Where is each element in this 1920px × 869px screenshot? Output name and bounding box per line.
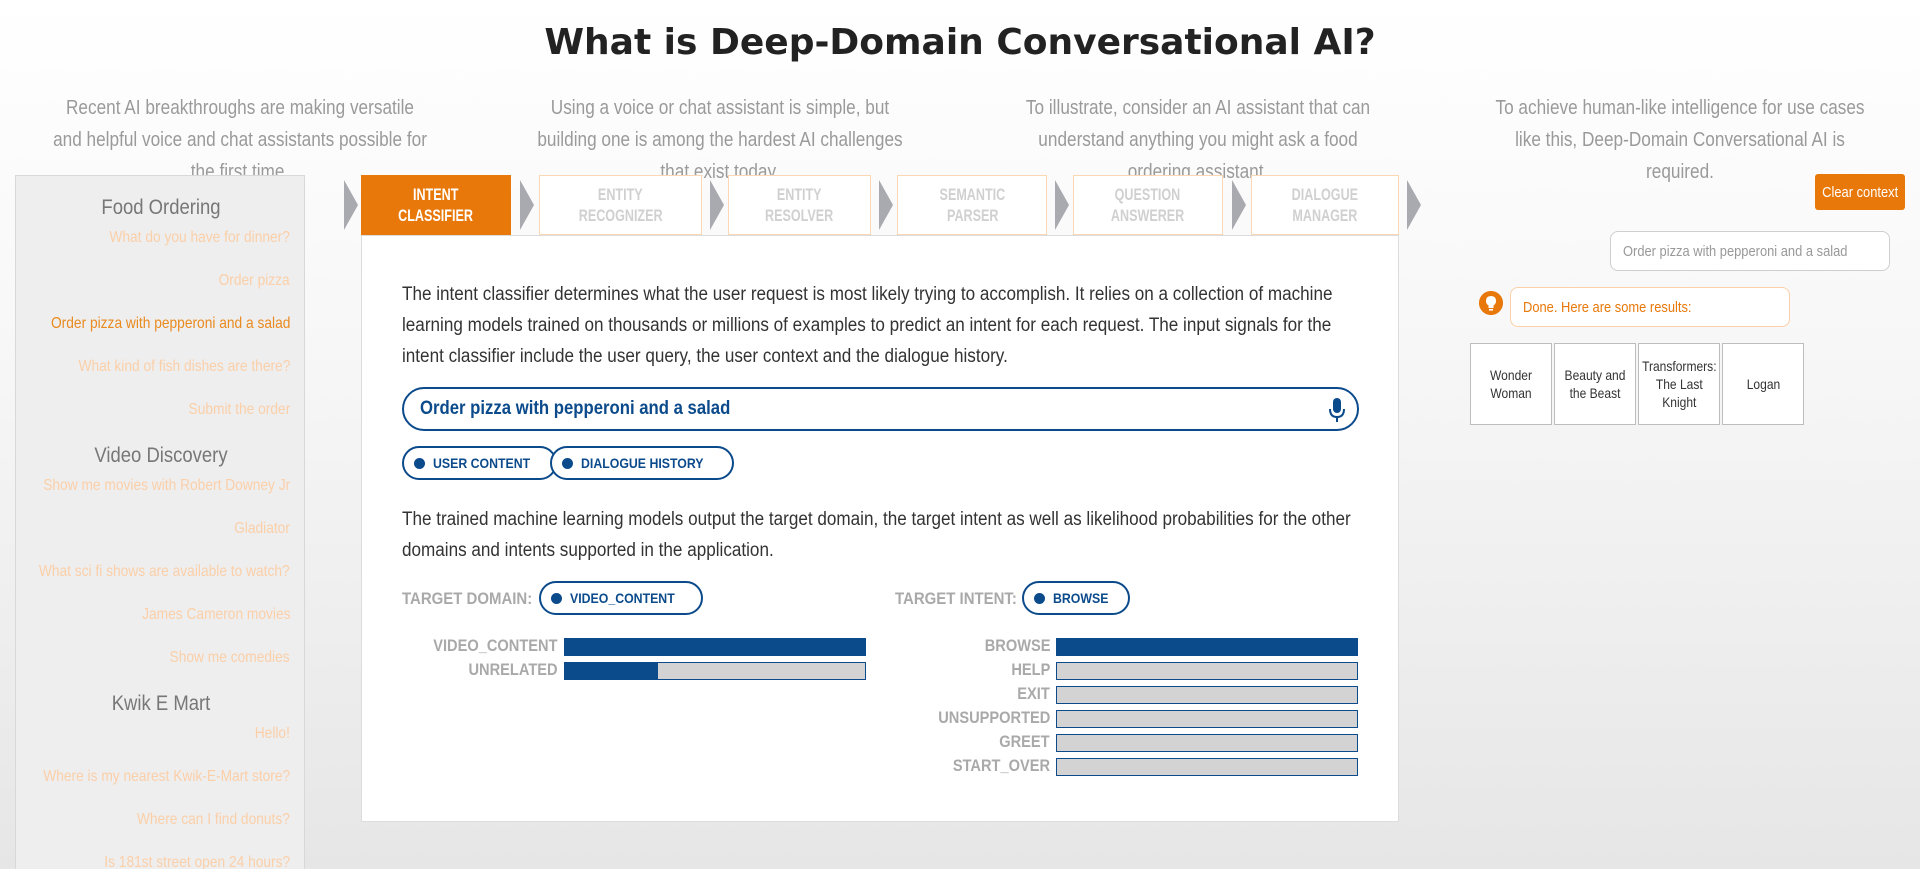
dot-icon xyxy=(551,592,562,604)
probability-bar xyxy=(1056,758,1358,776)
sidebar-item[interactable]: What do you have for dinner? xyxy=(109,229,290,246)
probability-bar xyxy=(564,662,866,680)
bar-label: BROWSE xyxy=(984,636,1050,655)
sidebar-item[interactable]: Show me movies with Robert Downey Jr xyxy=(42,477,290,494)
bar-label: EXIT xyxy=(1017,684,1050,703)
target-intent-pill: BROWSE xyxy=(1022,581,1130,615)
sidebar-item-active[interactable]: Order pizza with pepperoni and a salad xyxy=(50,315,290,332)
pipeline-arrow-icon xyxy=(1232,180,1246,230)
sidebar-item[interactable]: Order pizza xyxy=(218,272,290,289)
signal-user-content: USER CONTENT xyxy=(402,446,558,480)
clear-context-button[interactable]: Clear context xyxy=(1815,174,1905,210)
probability-bar xyxy=(1056,686,1358,704)
sidebar-item[interactable]: Gladiator xyxy=(234,520,290,537)
bar-label: START_OVER xyxy=(952,756,1050,775)
sidebar-group-title: Video Discovery xyxy=(94,444,228,467)
bar-label: HELP xyxy=(1011,660,1050,679)
pipeline-arrow-icon xyxy=(879,180,893,230)
sidebar-item[interactable]: Submit the order xyxy=(188,401,290,418)
pipeline-arrow-icon xyxy=(710,180,724,230)
microphone-icon[interactable] xyxy=(1327,397,1347,423)
assistant-reply: Done. Here are some results: xyxy=(1510,287,1790,327)
sidebar-item[interactable]: Show me comedies xyxy=(169,649,290,666)
probability-bar xyxy=(564,638,866,656)
target-intent-label: TARGET INTENT: xyxy=(895,589,1017,608)
sidebar: Food Ordering What do you have for dinne… xyxy=(15,175,305,869)
pipeline-arrow-icon xyxy=(1055,180,1069,230)
intro-text-2: Using a voice or chat assistant is simpl… xyxy=(537,97,903,183)
probability-bar-fill xyxy=(565,639,865,655)
bar-label: GREET xyxy=(999,732,1050,751)
probability-bar xyxy=(1056,710,1358,728)
result-card[interactable]: Transformers: The Last Knight xyxy=(1638,343,1720,425)
probability-bar-fill xyxy=(1057,639,1357,655)
pipeline-arrow-icon xyxy=(520,180,534,230)
dot-icon xyxy=(414,457,425,469)
dot-icon xyxy=(1034,592,1045,604)
target-domain-label: TARGET DOMAIN: xyxy=(402,589,533,608)
sidebar-item[interactable]: Where can I find donuts? xyxy=(137,811,290,828)
lightbulb-icon xyxy=(1479,291,1503,315)
intro-text-4: To achieve human-like intelligence for u… xyxy=(1495,97,1865,183)
query-display: Order pizza with pepperoni and a salad xyxy=(402,387,1359,431)
sidebar-item[interactable]: Where is my nearest Kwik-E-Mart store? xyxy=(43,768,290,785)
bar-label: UNSUPPORTED xyxy=(937,708,1050,727)
sidebar-item[interactable]: What kind of fish dishes are there? xyxy=(78,358,290,375)
signal-dialogue-history: DIALOGUE HISTORY xyxy=(550,446,735,480)
pipeline-arrow-icon xyxy=(1407,180,1421,230)
result-card[interactable]: Logan xyxy=(1722,343,1804,425)
sidebar-item[interactable]: James Cameron movies xyxy=(141,606,290,623)
target-domain-pill: VIDEO_CONTENT xyxy=(539,581,704,615)
intent-classifier-panel: The intent classifier determines what th… xyxy=(361,235,1399,822)
dot-icon xyxy=(562,457,573,469)
panel-output-text: The trained machine learning models outp… xyxy=(402,509,1351,561)
sidebar-item[interactable]: What sci fi shows are available to watch… xyxy=(39,563,290,580)
sidebar-group-title: Kwik E Mart xyxy=(111,692,211,715)
bar-label: UNRELATED xyxy=(468,660,558,679)
panel-description: The intent classifier determines what th… xyxy=(402,284,1333,367)
pipeline-arrow-icon xyxy=(344,180,358,230)
probability-bar xyxy=(1056,638,1358,656)
sidebar-item[interactable]: Is 181st street open 24 hours? xyxy=(104,854,290,869)
probability-bar-fill xyxy=(565,663,658,679)
intro-text-3: To illustrate, consider an AI assistant … xyxy=(1025,97,1371,183)
sidebar-item[interactable]: Hello! xyxy=(254,725,290,742)
sidebar-group-title: Food Ordering xyxy=(101,196,221,219)
probability-bar xyxy=(1056,662,1358,680)
intro-text-1: Recent AI breakthroughs are making versa… xyxy=(53,97,427,183)
bar-label: VIDEO_CONTENT xyxy=(433,636,558,655)
page-title: What is Deep-Domain Conversational AI? xyxy=(544,22,1376,63)
result-card[interactable]: Beauty and the Beast xyxy=(1554,343,1636,425)
result-card[interactable]: Wonder Woman xyxy=(1470,343,1552,425)
probability-bar xyxy=(1056,734,1358,752)
chat-input[interactable]: Order pizza with pepperoni and a salad xyxy=(1610,231,1890,271)
